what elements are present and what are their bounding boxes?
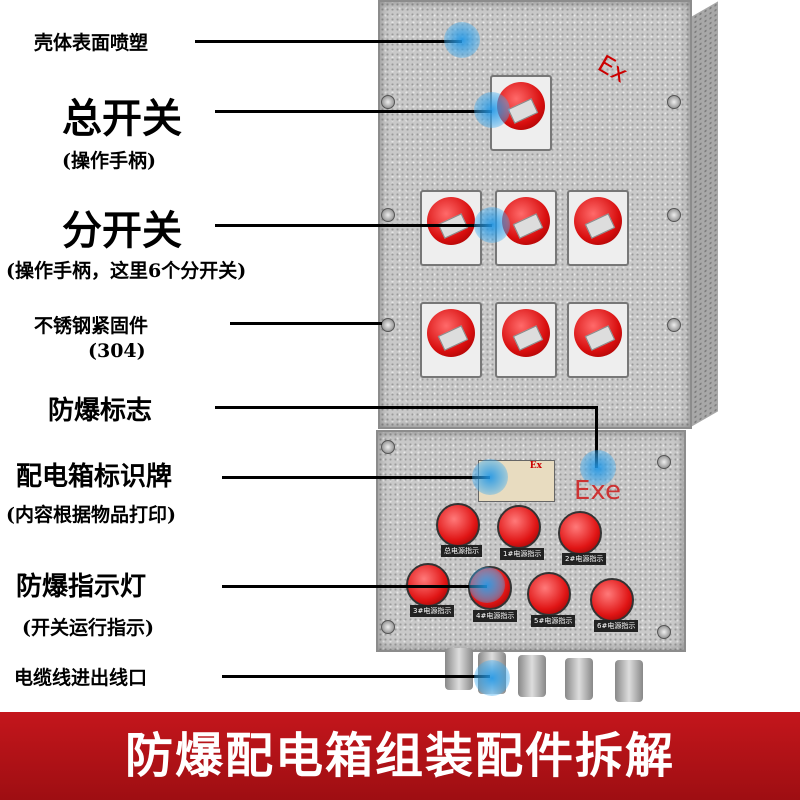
lamp-tag: 5#电源指示 — [531, 615, 576, 627]
callout-dot — [469, 567, 505, 603]
nameplate-ex: Ex — [529, 461, 542, 471]
label-fasteners: 不锈钢紧固件 — [34, 315, 149, 337]
indicator-lamp — [590, 578, 634, 622]
label-nameplate: 配电箱标识牌 — [16, 462, 173, 492]
lamp-tag: 1#电源指示 — [500, 548, 545, 560]
label-ex-mark: 防爆标志 — [48, 396, 153, 426]
bolt — [381, 95, 395, 109]
cable-gland — [445, 648, 473, 690]
indicator-lamp — [558, 511, 602, 555]
title-banner: 防爆配电箱组装配件拆解 — [0, 712, 800, 800]
label-cable: 电缆线进出线口 — [14, 667, 148, 689]
callout-dot — [474, 207, 510, 243]
label-indicator-note: (开关运行指示) — [22, 617, 154, 639]
label-nameplate-note: (内容根据物品打印) — [6, 504, 176, 526]
label-sub-switch-note: (操作手柄，这里6个分开关) — [6, 260, 247, 282]
callout-dot — [472, 459, 508, 495]
leader-line — [215, 110, 492, 113]
bolt — [381, 620, 395, 634]
ex-mark-bottom: Exe — [574, 476, 622, 506]
label-main-switch-note: (操作手柄) — [62, 150, 156, 172]
callout-dot — [474, 92, 510, 128]
lamp-tag: 2#电源指示 — [562, 553, 607, 565]
label-sub-switch: 分开关 — [62, 207, 182, 254]
sub-switch[interactable] — [420, 190, 482, 266]
cable-gland — [615, 660, 643, 702]
cable-gland — [518, 655, 546, 697]
indicator-lamp — [497, 505, 541, 549]
leader-line — [215, 224, 492, 227]
label-shell: 壳体表面喷塑 — [34, 32, 149, 54]
cable-gland — [565, 658, 593, 700]
callout-dot — [580, 450, 616, 486]
bolt — [667, 318, 681, 332]
sub-switch[interactable] — [495, 302, 557, 378]
sub-switch[interactable] — [420, 302, 482, 378]
leader-line — [222, 675, 490, 678]
bolt — [657, 625, 671, 639]
bolt — [667, 208, 681, 222]
lamp-tag: 4#电源指示 — [473, 610, 518, 622]
sub-switch[interactable] — [567, 190, 629, 266]
bolt — [667, 95, 681, 109]
label-fasteners-note: (304) — [88, 340, 146, 362]
lamp-tag: 6#电源指示 — [594, 620, 639, 632]
callout-dot — [474, 660, 510, 696]
leader-line — [215, 406, 597, 409]
box-upper-side — [688, 1, 718, 429]
bolt — [381, 208, 395, 222]
main-switch[interactable] — [490, 75, 552, 151]
leader-line — [195, 40, 462, 43]
bolt — [657, 455, 671, 469]
lamp-tag: 3#电源指示 — [410, 605, 455, 617]
sub-switch[interactable] — [567, 302, 629, 378]
leader-line — [230, 322, 382, 325]
indicator-lamp — [527, 572, 571, 616]
lamp-tag: 总电源指示 — [441, 545, 482, 557]
label-indicator: 防爆指示灯 — [16, 572, 147, 602]
bolt — [381, 318, 395, 332]
indicator-lamp — [436, 503, 480, 547]
label-main-switch: 总开关 — [62, 95, 182, 142]
callout-dot — [444, 22, 480, 58]
bolt — [381, 440, 395, 454]
leader-line — [222, 476, 490, 479]
leader-line — [222, 585, 487, 588]
leader-line — [595, 406, 598, 468]
